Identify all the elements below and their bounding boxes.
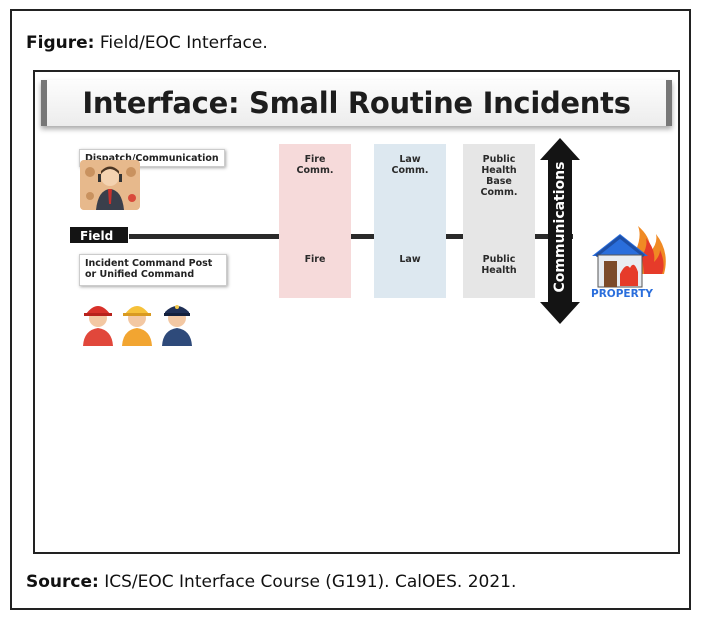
icp-label-line1: Incident Command Post xyxy=(85,258,213,269)
public-health-column: Public Health Base Comm. Public Health xyxy=(463,144,535,298)
icp-label-line2: or Unified Command xyxy=(85,269,195,280)
public-health-comm-label: Public Health Base Comm. xyxy=(480,154,518,198)
communications-label: Communications xyxy=(552,161,568,293)
icp-label: Incident Command Post or Unified Command xyxy=(79,254,227,286)
fire-column: Fire Comm. Fire xyxy=(279,144,351,298)
communications-arrow-up-icon xyxy=(540,138,580,160)
figure-caption: Figure: Field/EOC Interface. xyxy=(26,33,268,53)
responders-icon xyxy=(83,305,192,346)
law-comm-label: Law Comm. xyxy=(391,154,429,176)
burning-house-icon xyxy=(592,226,666,288)
fire-field-label: Fire xyxy=(304,254,326,265)
public-health-field-label: Public Health xyxy=(481,254,517,276)
source-caption-text: ICS/EOC Interface Course (G191). CalOES.… xyxy=(104,572,517,592)
figure-caption-text: Field/EOC Interface. xyxy=(99,33,268,53)
source-caption-label: Source: xyxy=(26,572,99,592)
communications-arrow-down-icon xyxy=(540,302,580,324)
diagram-image: Interface: Small Routine Incidents Dispa… xyxy=(33,70,680,554)
diagram-title-banner: Interface: Small Routine Incidents xyxy=(41,80,672,126)
law-column: Law Comm. Law xyxy=(374,144,446,298)
dispatcher-icon xyxy=(80,160,140,210)
diagram-title: Interface: Small Routine Incidents xyxy=(82,86,631,120)
communications-arrow-shaft xyxy=(548,158,572,302)
figure-caption-label: Figure: xyxy=(26,33,95,53)
field-tag: Field xyxy=(69,226,129,244)
property-label: PROPERTY xyxy=(591,288,653,300)
source-caption: Source: ICS/EOC Interface Course (G191).… xyxy=(26,572,516,592)
law-field-label: Law xyxy=(399,254,421,265)
fire-comm-label: Fire Comm. xyxy=(296,154,334,176)
